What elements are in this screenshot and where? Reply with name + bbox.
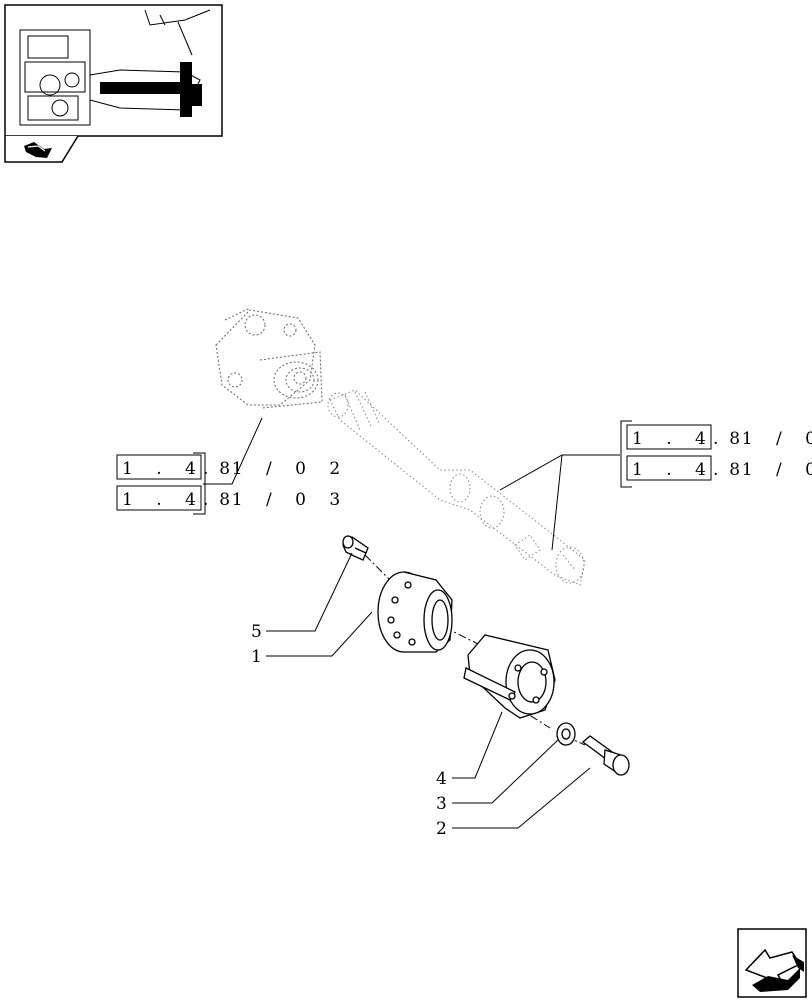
part-2-bolt (581, 735, 630, 776)
callout-5[interactable]: 5 (251, 622, 262, 642)
assembly-thumbnail[interactable] (4, 4, 223, 137)
reference-suffix-text: . 1 / 0 3 (203, 490, 349, 510)
reference-right-2[interactable]: 1 . 4 8 . 1 / 0 3 (626, 455, 812, 481)
reference-suffix-text: . 1 / 0 2 (203, 459, 349, 479)
shaft-context (327, 389, 586, 586)
reference-left-1[interactable]: 1 . 4 8 . 1 / 0 2 (116, 454, 349, 480)
callout-number: 5 (251, 622, 262, 642)
callout-number: 3 (436, 794, 447, 814)
part-1-flange-hub (377, 571, 453, 653)
callout-4[interactable]: 4 (436, 769, 447, 789)
callout-3[interactable]: 3 (436, 794, 447, 814)
reference-left-2[interactable]: 1 . 4 8 . 1 / 0 3 (116, 485, 349, 511)
part-5-screw (342, 535, 369, 561)
section-nav-icon[interactable] (4, 135, 79, 163)
next-page-arrow-icon[interactable] (737, 928, 807, 998)
reference-box-text: 1 . 4 8 (122, 459, 239, 479)
callout-number: 2 (436, 819, 447, 839)
part-3-washer (556, 722, 576, 746)
callout-2[interactable]: 2 (436, 819, 447, 839)
reference-suffix-text: . 1 / 0 3 (713, 460, 812, 480)
callout-number: 4 (436, 769, 447, 789)
reference-box-text: 1 . 4 8 (632, 429, 749, 449)
callout-leaders (266, 552, 591, 829)
callout-number: 1 (251, 647, 262, 667)
reference-box-text: 1 . 4 8 (632, 460, 749, 480)
callout-1[interactable]: 1 (251, 647, 262, 667)
reference-brackets (193, 420, 632, 515)
reference-suffix-text: . 1 / 0 2 (713, 429, 812, 449)
reference-leaders (203, 417, 620, 551)
flange-housing-context (215, 307, 323, 409)
reference-box-text: 1 . 4 8 (122, 490, 239, 510)
reference-right-1[interactable]: 1 . 4 8 . 1 / 0 2 (626, 424, 812, 450)
part-4-taper-collet (463, 634, 556, 719)
